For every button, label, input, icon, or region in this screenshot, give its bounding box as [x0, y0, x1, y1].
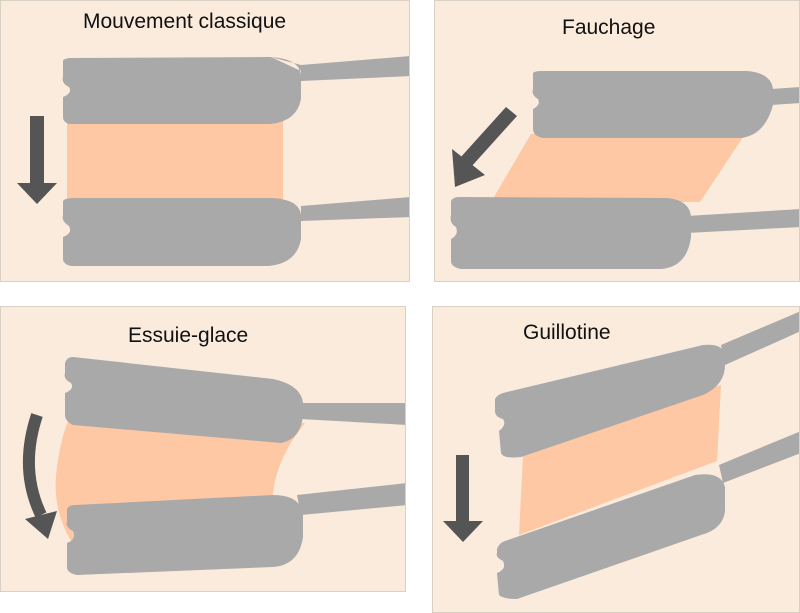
top-pan [495, 311, 799, 458]
arrow-down-icon [17, 116, 57, 204]
arrow-down-left-icon [452, 107, 517, 187]
top-pan [532, 71, 799, 138]
panel-guillotine: Guillotine [432, 306, 800, 613]
panel-title: Fauchage [562, 16, 656, 39]
diagram-fauchage [450, 71, 799, 269]
panel-title: Guillotine [523, 321, 611, 344]
top-pan [62, 56, 409, 124]
bottom-pan [66, 483, 405, 575]
top-pan [64, 357, 405, 443]
diagram-mouvement-classique [17, 56, 409, 266]
food-layer [67, 118, 283, 199]
curved-arrow-down-icon [22, 413, 57, 539]
panel-title: Mouvement classique [83, 10, 287, 33]
panel-essuie-glace: Essuie-glace [0, 306, 406, 592]
panel-title: Essuie-glace [128, 324, 249, 347]
panel-fauchage: Fauchage [434, 0, 800, 282]
food-layer [519, 385, 721, 535]
bottom-pan [496, 431, 799, 599]
food-layer [491, 134, 745, 202]
arrow-down-icon [443, 455, 483, 542]
bottom-pan [62, 197, 409, 266]
diagram-guillotine [443, 311, 799, 599]
bottom-pan [450, 197, 799, 269]
diagram-essuie-glace [22, 357, 405, 575]
panel-mouvement-classique: Mouvement classique [0, 0, 410, 282]
